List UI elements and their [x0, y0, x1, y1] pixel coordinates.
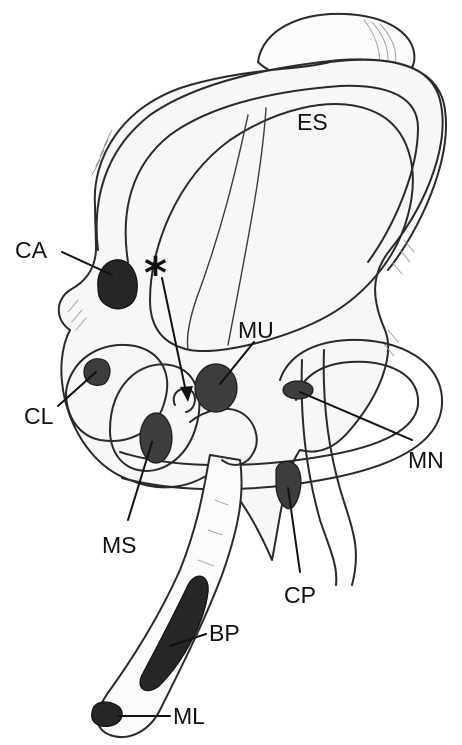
- macula-ca: [98, 260, 137, 309]
- vestibule-body: [59, 60, 443, 560]
- label-mn: MN: [408, 447, 444, 473]
- macula-ms: [140, 413, 172, 463]
- label-es: ES: [297, 109, 328, 135]
- label-ms: MS: [102, 532, 137, 558]
- label-bp: BP: [209, 620, 240, 646]
- cochlear-duct: [98, 455, 242, 737]
- macula-cl: [84, 359, 110, 386]
- label-cp: CP: [284, 582, 316, 608]
- macula-ml: [92, 702, 122, 726]
- label-mu: MU: [238, 317, 274, 343]
- label-ca: CA: [15, 237, 48, 263]
- asterisk-marker: *: [144, 248, 167, 299]
- macula-cp: [276, 461, 301, 508]
- label-cl: CL: [24, 403, 54, 429]
- label-ml: ML: [173, 703, 205, 729]
